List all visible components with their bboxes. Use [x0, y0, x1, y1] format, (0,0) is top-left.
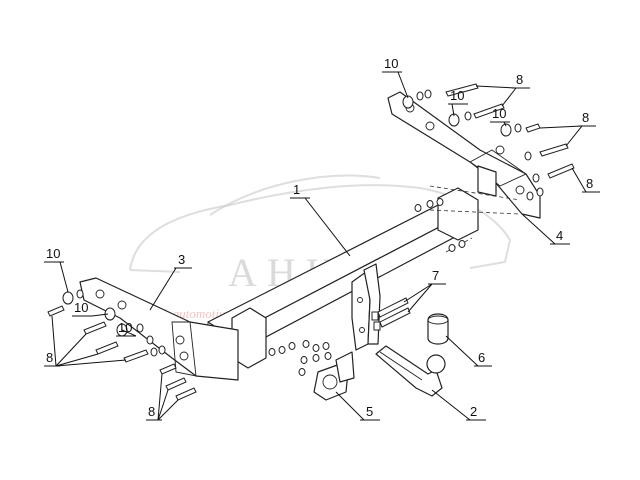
callout-3: 3	[178, 252, 185, 267]
callout-4: 4	[556, 228, 563, 243]
watermark-car-roof	[209, 174, 381, 216]
callout-2: 2	[470, 404, 477, 419]
callout-8-right: 8	[582, 110, 589, 125]
callout-1: 1	[293, 182, 300, 197]
socket-plate	[313, 351, 355, 401]
callout-8-left: 8	[46, 350, 53, 365]
callout-10-left-low: 10	[118, 320, 132, 335]
callout-8-far-right: 8	[586, 176, 593, 191]
callout-10-top-mid: 10	[450, 88, 464, 103]
callout-6: 6	[478, 350, 485, 365]
callout-labels: 1 2 3 4 5 6 7 8 8 8 8 8 10 10 10 10 10 1…	[46, 56, 593, 419]
callout-8-bottom-left: 8	[148, 404, 155, 419]
callout-8-top: 8	[516, 72, 523, 87]
leader-lines	[44, 71, 600, 421]
callout-7: 7	[432, 268, 439, 283]
ball-cap	[427, 313, 449, 345]
ball-neck	[375, 345, 446, 397]
long-bolts	[371, 297, 411, 331]
callout-10-left-top: 10	[46, 246, 60, 261]
fasteners	[47, 83, 575, 401]
cross-tube	[207, 187, 479, 369]
callout-10-top: 10	[384, 56, 398, 71]
left-bracket	[79, 277, 239, 381]
callout-10-top-right: 10	[492, 106, 506, 121]
callout-5: 5	[366, 404, 373, 419]
callout-10-left-mid: 10	[74, 300, 88, 315]
